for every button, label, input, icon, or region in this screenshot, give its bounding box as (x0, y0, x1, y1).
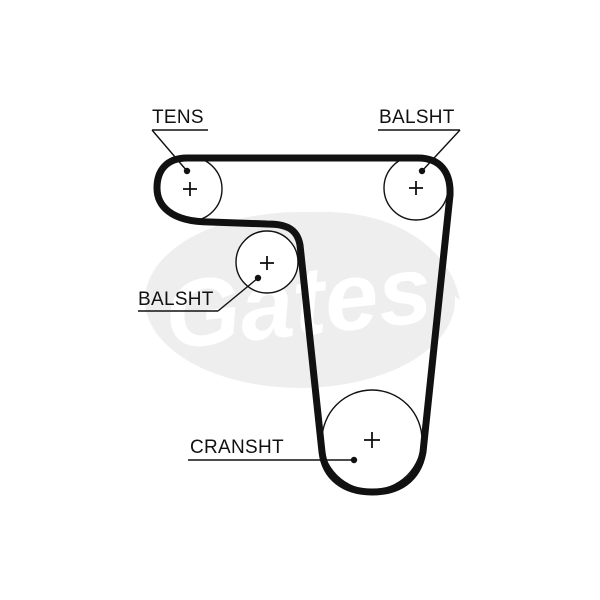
balance-shaft-mid-leader (138, 274, 262, 312)
gates-watermark: Gates (145, 211, 460, 388)
tensioner-leader (151, 129, 208, 175)
timing-belt (153, 154, 454, 496)
balance-shaft-top-leader (378, 129, 461, 175)
crankshaft-leader (188, 456, 358, 464)
watermark-swoosh (150, 211, 460, 300)
balance-shaft-top-label: BALSHT (379, 107, 455, 128)
crankshaft-label: CRANSHT (190, 437, 284, 458)
tensioner-center-mark (183, 182, 197, 196)
balance-shaft-mid-label: BALSHT (138, 289, 214, 310)
tensioner-label: TENS (152, 107, 204, 128)
balance-shaft-mid-center-mark (260, 256, 274, 270)
balance-shaft-top-center-mark (409, 181, 423, 195)
crankshaft-center-mark (364, 432, 380, 448)
